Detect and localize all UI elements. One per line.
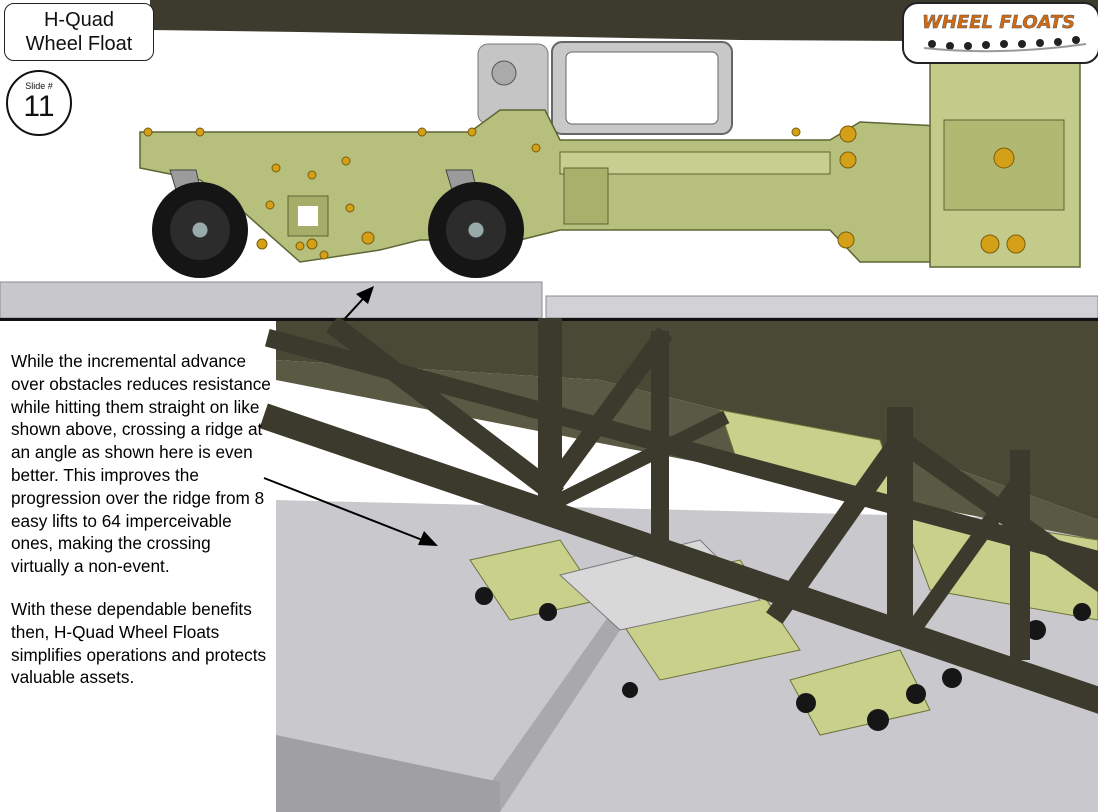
svg-text:WHEEL FLOATS: WHEEL FLOATS bbox=[922, 12, 1075, 33]
slide-title-line1: H-Quad bbox=[43, 9, 115, 31]
floor-ridge-seam bbox=[470, 600, 640, 812]
caster-wheel-right bbox=[428, 182, 524, 278]
caster-wheels bbox=[475, 587, 1091, 731]
bolt-set bbox=[143, 125, 857, 260]
truss-frame bbox=[259, 318, 1098, 714]
perspective-illustration bbox=[259, 318, 1098, 812]
overhead-deck bbox=[276, 321, 1098, 520]
slide-number-badge: Slide # 11 bbox=[6, 70, 72, 136]
slide-number: 11 bbox=[23, 90, 55, 123]
description-paragraph-2: With these dependable benefits then, H-Q… bbox=[11, 598, 267, 688]
description-paragraph-1: While the incremental advance over obsta… bbox=[11, 351, 271, 577]
floor-slab-left bbox=[0, 281, 543, 318]
pointer-arrow-bottom bbox=[263, 477, 431, 544]
caster-wheel-left bbox=[152, 182, 248, 278]
slide-title-box: H-Quad Wheel Float bbox=[4, 3, 154, 61]
pointer-arrow-top bbox=[344, 288, 373, 318]
floor-slab-right bbox=[545, 295, 1098, 318]
logo-graphic: WHEEL FLOATS bbox=[922, 12, 1087, 53]
description-text: While the incremental advance over obsta… bbox=[11, 350, 273, 709]
wheel-floats-logo: WHEEL FLOATS bbox=[902, 2, 1098, 64]
side-view-illustration bbox=[0, 0, 1098, 318]
slide-number-label: Slide # bbox=[25, 81, 53, 91]
overhead-beam bbox=[150, 0, 1098, 42]
slide-title-line2: Wheel Float bbox=[25, 33, 133, 55]
